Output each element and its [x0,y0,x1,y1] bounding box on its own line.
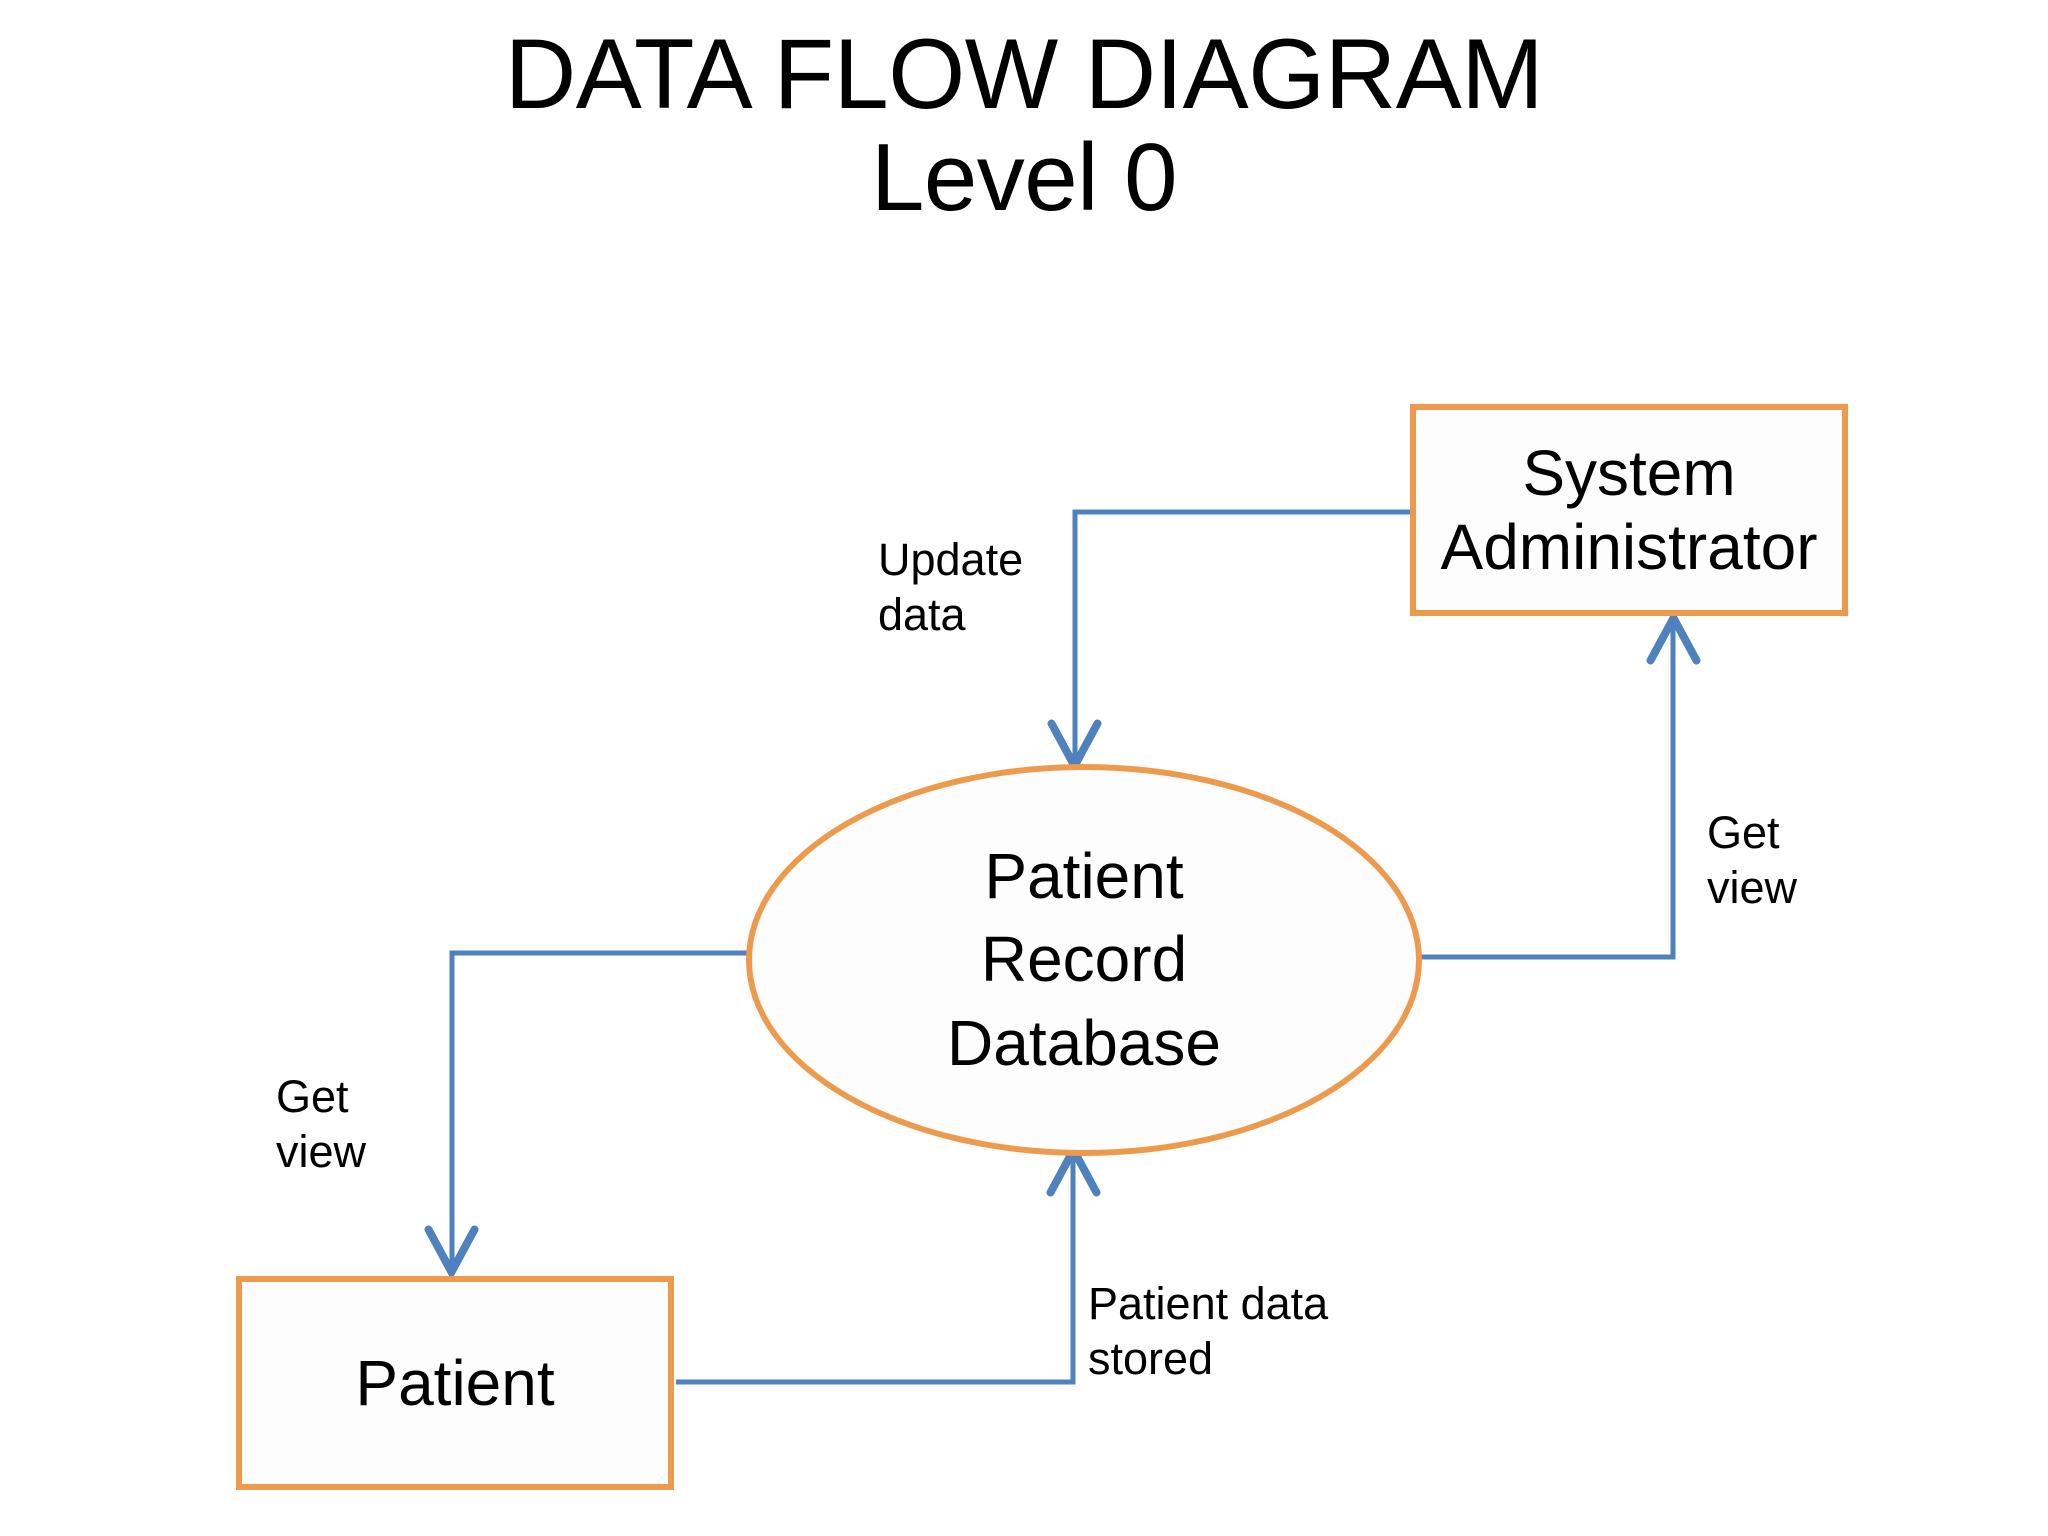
node-system-administrator-label: System Administrator [1440,436,1818,583]
flow-label-get-view-right: Get view [1707,807,1798,913]
node-system-administrator[interactable]: System Administrator [1410,404,1848,616]
node-patient-record-database-label: Patient Record Database [947,840,1221,1079]
page-title: DATA FLOW DIAGRAM Level 0 [0,18,2048,231]
title-line-secondary: Level 0 [870,123,1178,231]
flow-label-patient-data-stored: Patient data stored [1088,1278,1329,1384]
flow-label-update-data: Update data [878,534,1024,640]
node-patient[interactable]: Patient [236,1276,674,1490]
flow-update-data-connector [1047,509,1410,775]
flow-get-view-right-connector [1404,609,1701,960]
flow-get-view-left-connector [424,950,760,1281]
flow-patient-data-stored-connector [676,1141,1101,1385]
flow-label-get-view-left: Get view [276,1071,367,1177]
node-patient-record-database[interactable]: Patient Record Database [746,764,1422,1156]
title-line-primary: DATA FLOW DIAGRAM [504,18,1544,129]
node-patient-label: Patient [355,1346,555,1419]
